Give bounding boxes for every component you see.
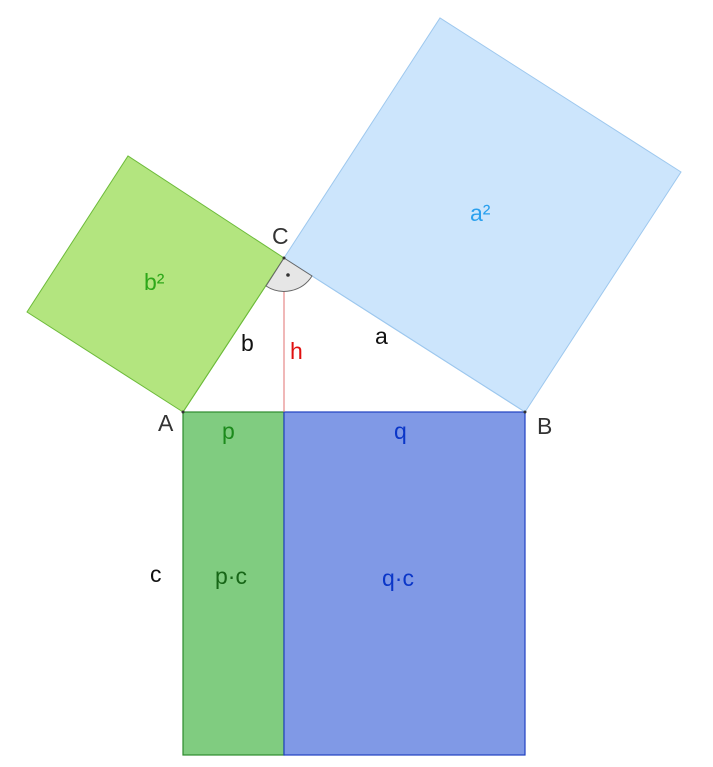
segment-q-label: q: [394, 418, 407, 444]
point-b-label: B: [537, 413, 552, 439]
q-times-c-label: q·c: [382, 565, 414, 591]
p-times-c-label: p·c: [215, 563, 247, 589]
b-squared-label: b²: [144, 269, 165, 295]
side-a-line: [283, 257, 526, 413]
a-squared-label: a²: [470, 200, 491, 226]
segment-p-label: p: [222, 418, 235, 444]
vertex-b-dot: [523, 410, 527, 414]
vertex-c-dot: [282, 256, 286, 260]
q-times-c-rectangle: [283, 411, 526, 756]
point-c-label: C: [272, 223, 289, 249]
p-times-c-rectangle: [182, 411, 285, 756]
vertex-a-dot: [181, 410, 185, 414]
side-a-label: a: [375, 323, 388, 349]
side-c-label: c: [150, 561, 162, 587]
side-b-label: b: [241, 330, 254, 356]
point-a-label: A: [158, 410, 174, 436]
altitude-h-label: h: [290, 338, 303, 364]
right-angle-dot: [286, 273, 290, 277]
